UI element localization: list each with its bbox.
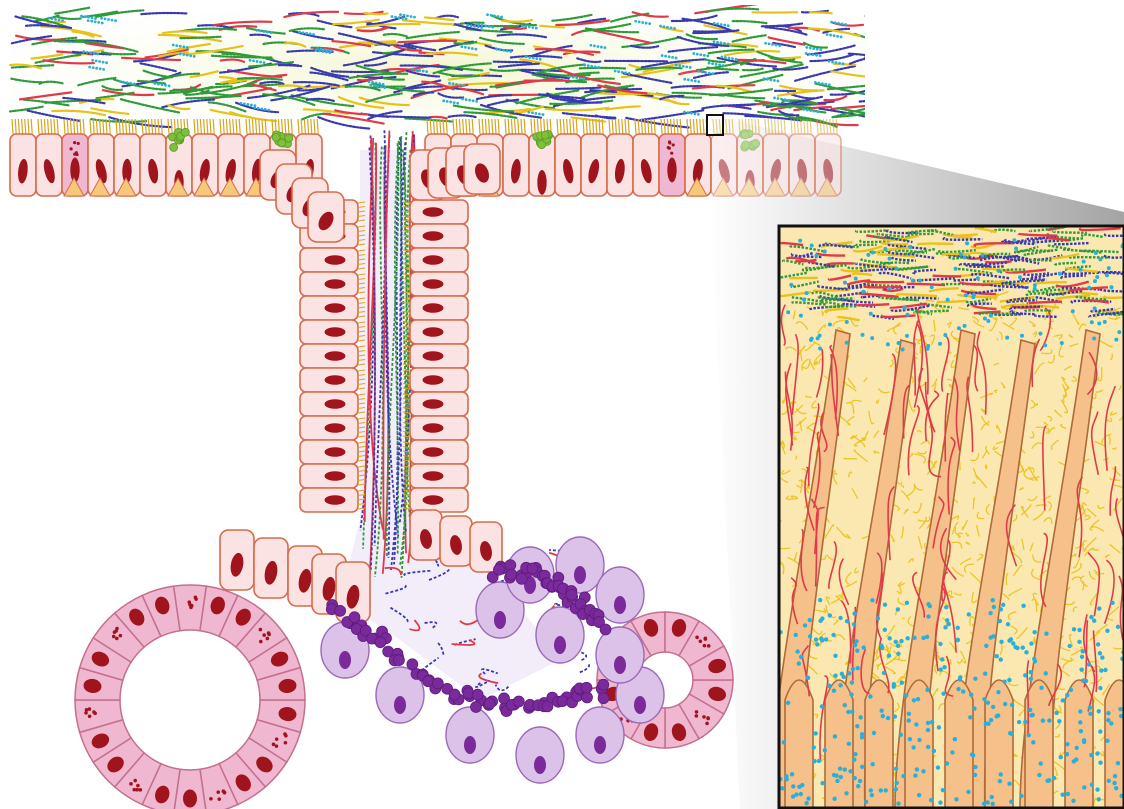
magnified-inset xyxy=(770,225,1124,809)
mucus-layer xyxy=(10,4,915,129)
